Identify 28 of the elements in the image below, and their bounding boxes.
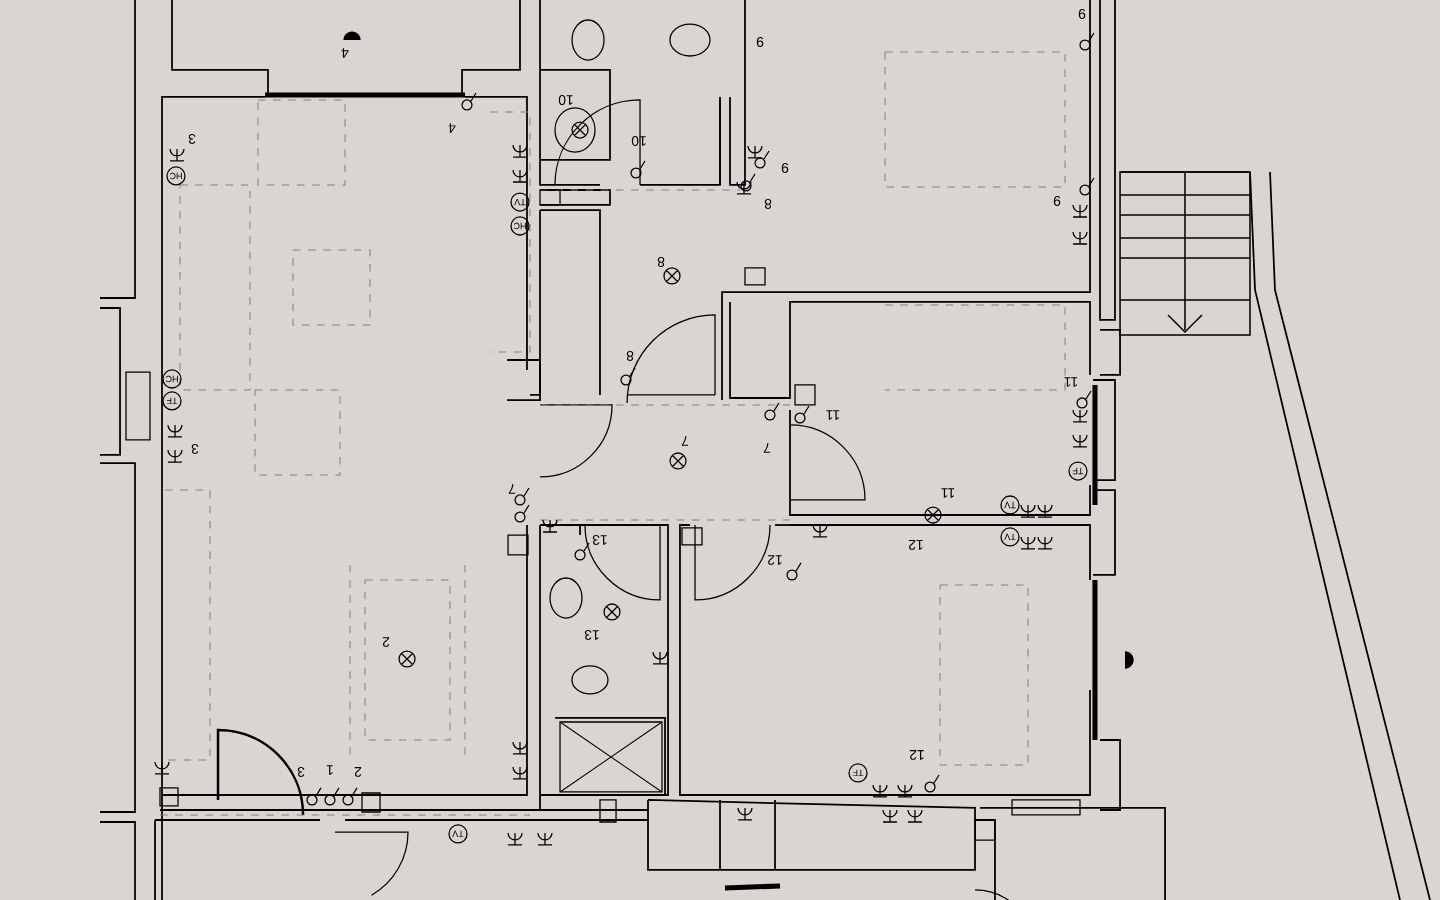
circuit-number: 13 [592,535,607,545]
circuit-number: 8 [764,199,772,209]
circuit-number: 7 [763,443,771,453]
circuit-number: 2 [354,767,362,777]
circuit-number: 4 [448,123,456,133]
circuit-number: 8 [626,351,634,361]
circuit-number: 7 [681,436,689,446]
circuit-number: 3 [191,444,199,454]
circuit-number: 4 [341,48,349,58]
circuit-number: 7 [508,484,516,494]
circuit-number: 11 [941,488,955,498]
circuit-number: 11 [1064,377,1078,387]
circuit-number: 10 [558,95,573,105]
circuit-number: 9 [781,163,789,173]
circuit-number: 12 [909,750,924,760]
circuit-number: 2 [382,637,390,647]
circuit-number: 13 [584,630,599,640]
circuit-number: 3 [297,767,305,777]
circuit-number: 8 [657,257,665,267]
circuit-number: 12 [908,540,923,550]
circuit-number: 12 [767,555,782,565]
circuit-number: 11 [826,410,840,420]
circuit-number: 10 [631,136,646,146]
circuit-number: 3 [188,134,196,144]
circuit-number: 9 [756,37,764,47]
circuit-number: 9 [1078,9,1086,19]
circuit-number: 1 [326,765,333,775]
circuit-number: 9 [1053,196,1061,206]
